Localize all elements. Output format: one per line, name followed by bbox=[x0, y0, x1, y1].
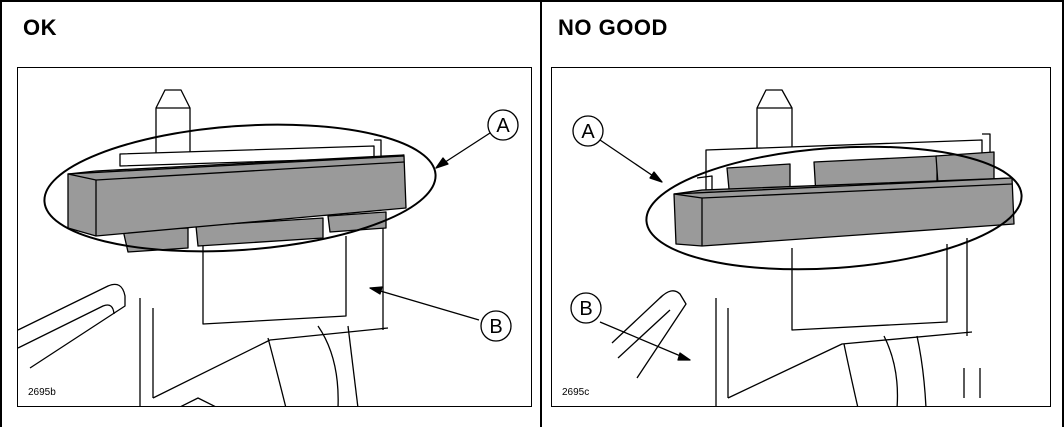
ok-pin bbox=[155, 89, 191, 154]
ok-callout-a-circle bbox=[487, 109, 519, 141]
no-good-pin bbox=[756, 89, 793, 150]
no-good-figure-code: 2695c bbox=[562, 387, 590, 398]
no-good-callout-b-label: B bbox=[579, 298, 592, 320]
ok-highlight-ellipse bbox=[43, 123, 437, 253]
ok-heading: OK bbox=[23, 15, 57, 40]
no-good-handle-inner bbox=[611, 295, 663, 344]
ok-figure-code: 2695b bbox=[28, 387, 56, 398]
panel-divider bbox=[540, 0, 542, 427]
no-good-base-bottom bbox=[727, 331, 973, 399]
ok-illustration: A B bbox=[18, 89, 519, 406]
no-good-diagram: A B 2695c bbox=[551, 67, 1051, 407]
no-good-handle-outer bbox=[636, 290, 687, 379]
ok-callout-b-leader bbox=[369, 287, 480, 321]
no-good-highlight-ellipse bbox=[645, 145, 1023, 271]
no-good-callout-a-circle bbox=[572, 115, 604, 147]
ok-callout-b-circle bbox=[480, 310, 512, 342]
ok-callout-a-label: A bbox=[496, 115, 510, 137]
no-good-illustration: A B bbox=[570, 89, 1023, 406]
ok-callout-b-label: B bbox=[489, 316, 502, 338]
no-good-callout-a-label: A bbox=[581, 121, 595, 143]
no-good-heading: NO GOOD bbox=[558, 15, 668, 40]
no-good-callout-b-circle bbox=[570, 292, 602, 324]
ok-handle-inner bbox=[18, 304, 115, 349]
ok-housing-front bbox=[67, 155, 407, 237]
ok-handle-outer bbox=[18, 283, 126, 369]
no-good-callout-b-leader bbox=[599, 321, 691, 361]
ok-diagram: A B 2695b bbox=[17, 67, 532, 407]
ok-tab-2 bbox=[195, 217, 324, 247]
no-good-latch-tab bbox=[791, 244, 948, 331]
ok-tab-3 bbox=[327, 211, 387, 233]
ok-latch-tab bbox=[202, 236, 347, 325]
